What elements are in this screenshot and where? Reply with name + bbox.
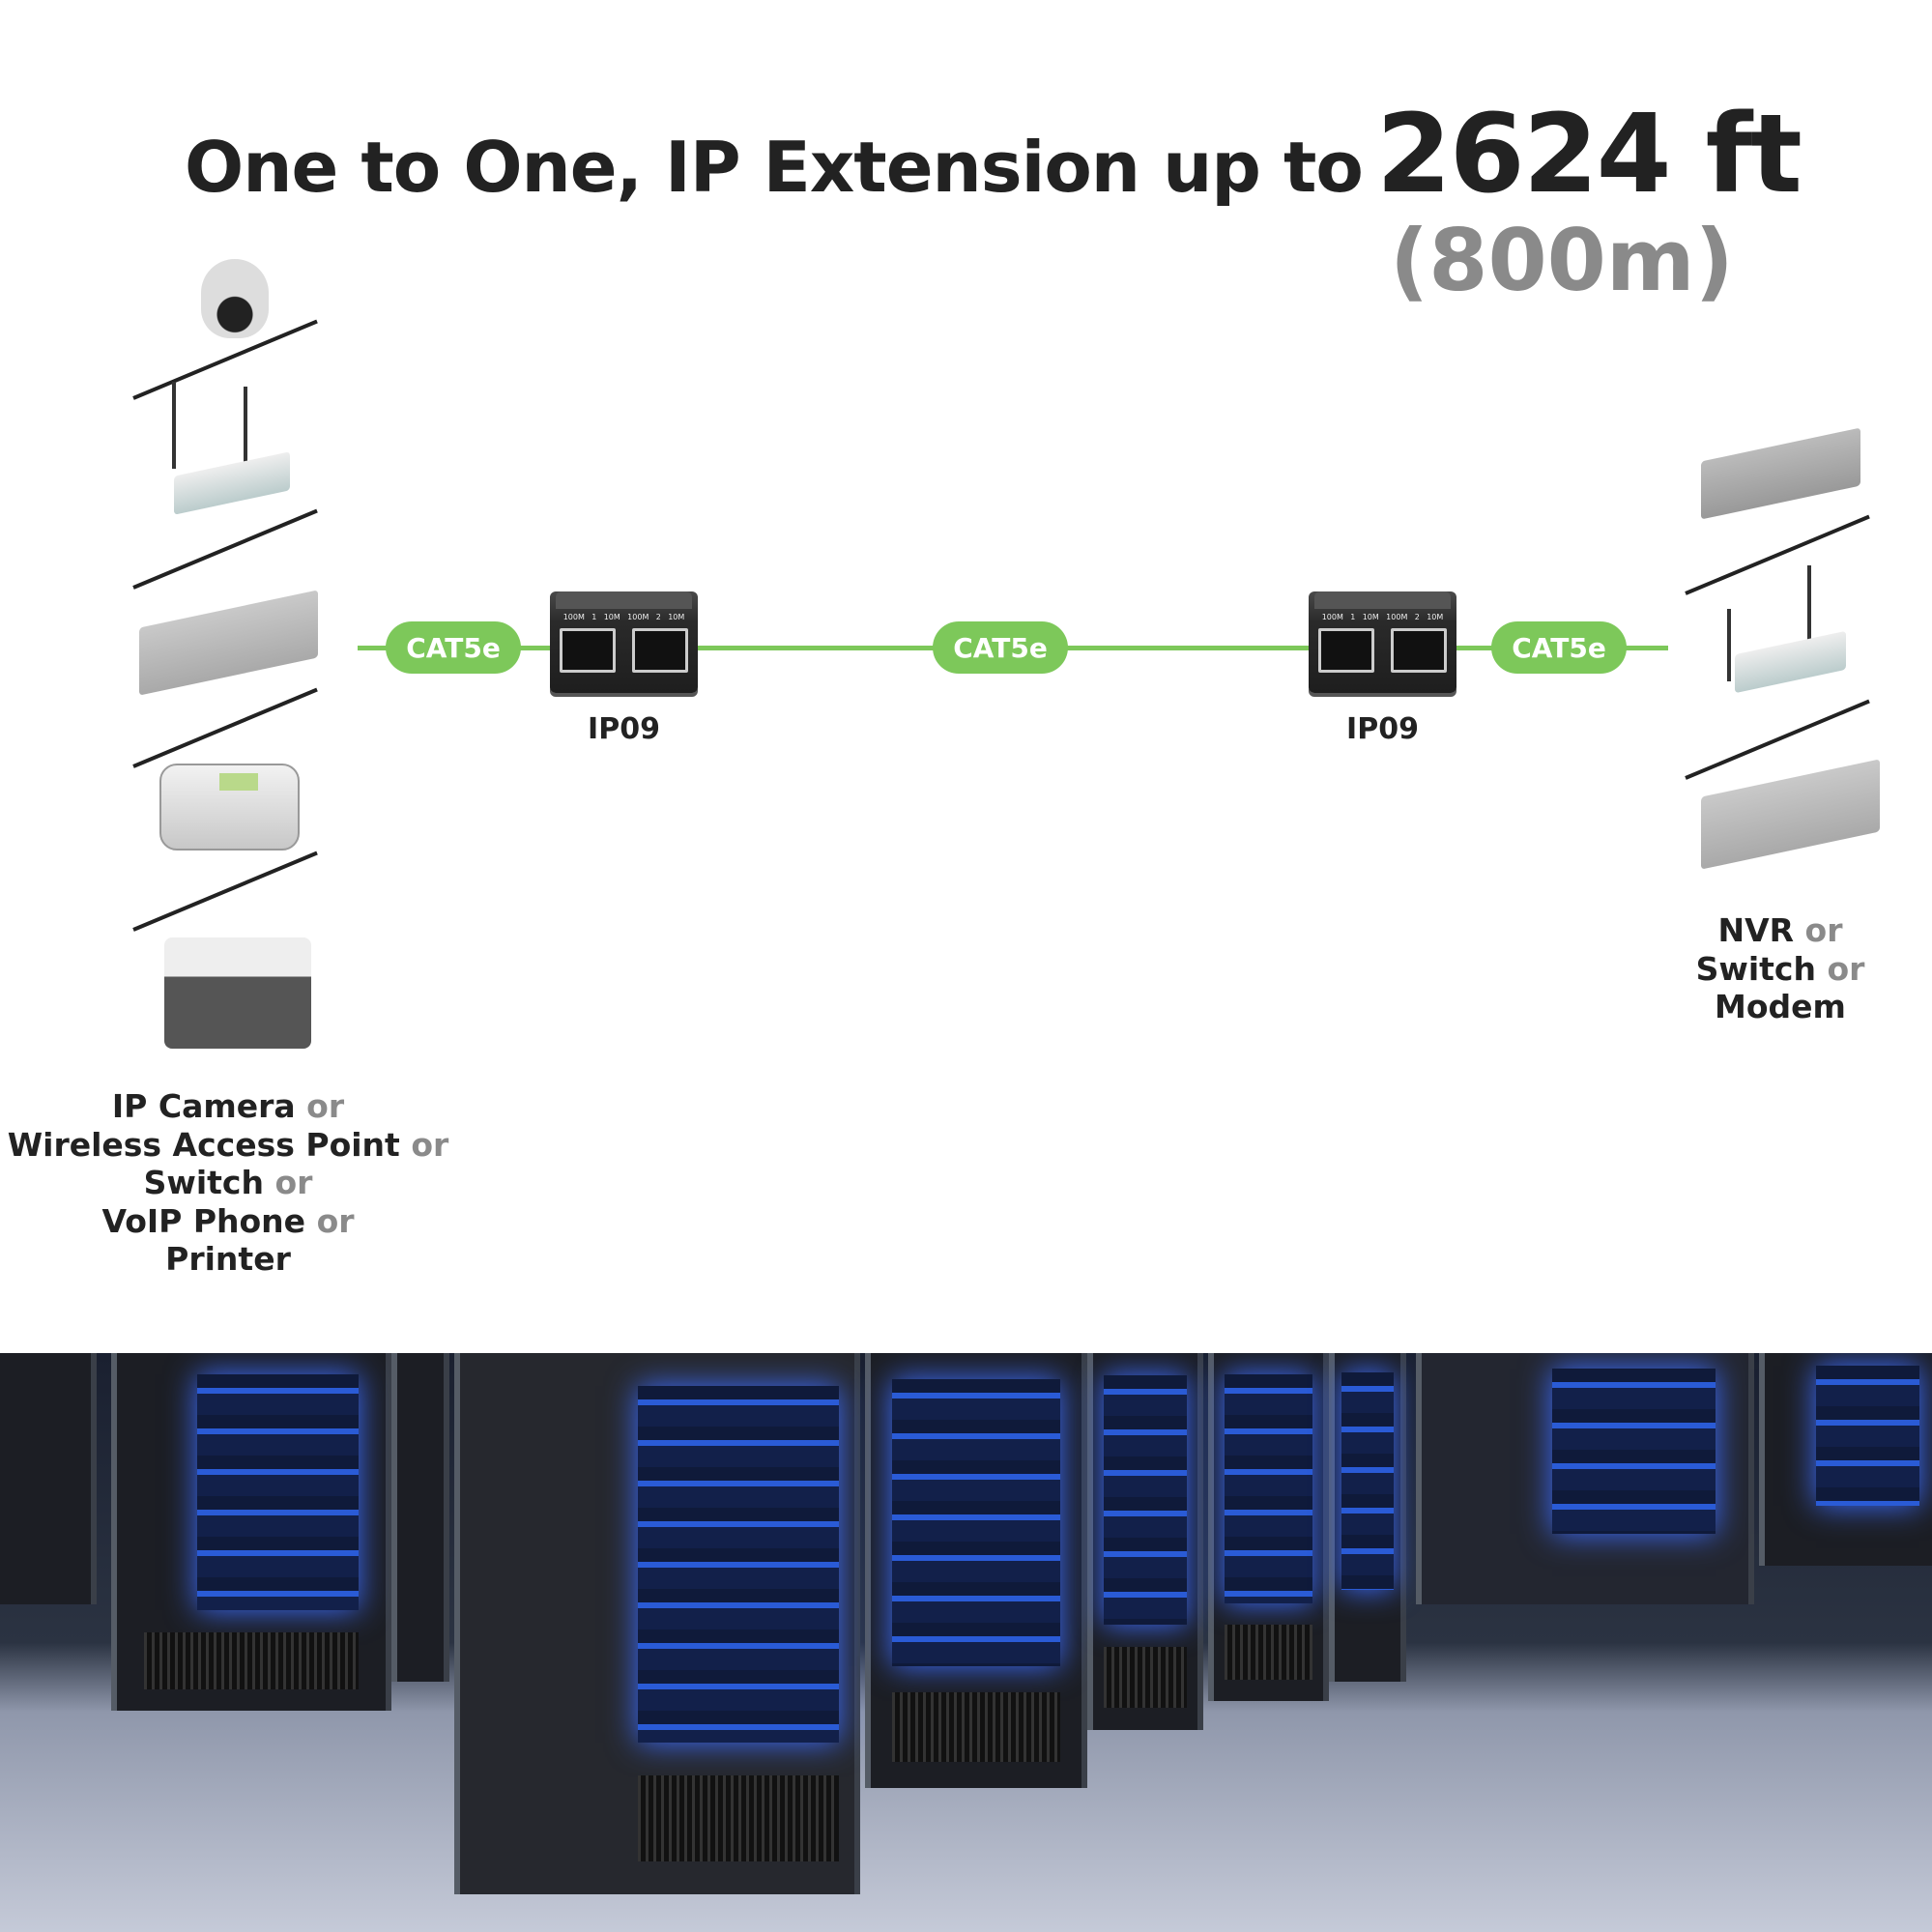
cable-label-middle: CAT5e (933, 621, 1068, 674)
ip-camera-icon (201, 259, 269, 338)
separator (132, 851, 318, 932)
antenna-icon (172, 382, 176, 469)
antenna-icon (1807, 565, 1811, 652)
server-room-photo (0, 1353, 1932, 1932)
headline-distance: 2624 ft (1375, 92, 1802, 217)
cable-label-left: CAT5e (386, 621, 521, 674)
extender-model-label: IP09 (588, 712, 660, 746)
modem-icon (1735, 630, 1846, 694)
separator (132, 687, 318, 768)
metric-distance: (800m) (1390, 211, 1734, 310)
rj45-port-icon (1318, 628, 1374, 673)
antenna-icon (1727, 609, 1731, 681)
switch-icon (139, 590, 318, 696)
cable-label-right: CAT5e (1491, 621, 1627, 674)
voip-phone-icon (159, 764, 300, 851)
headline-text: One to One, IP Extension up to (185, 127, 1364, 208)
rj45-port-icon (1391, 628, 1447, 673)
separator (1685, 514, 1870, 595)
antenna-icon (244, 387, 247, 464)
printer-icon (164, 937, 311, 1049)
separator (132, 508, 318, 590)
switch-icon (1701, 759, 1880, 870)
nvr-icon (1701, 427, 1860, 520)
rj45-port-icon (560, 628, 616, 673)
left-device-list: IP Camera or Wireless Access Point or Sw… (7, 1087, 449, 1278)
rj45-port-icon (632, 628, 688, 673)
right-device-list: NVR or Switch or Modem (1695, 911, 1865, 1025)
extender-model-label: IP09 (1346, 712, 1419, 746)
wireless-access-point-icon (174, 451, 290, 515)
